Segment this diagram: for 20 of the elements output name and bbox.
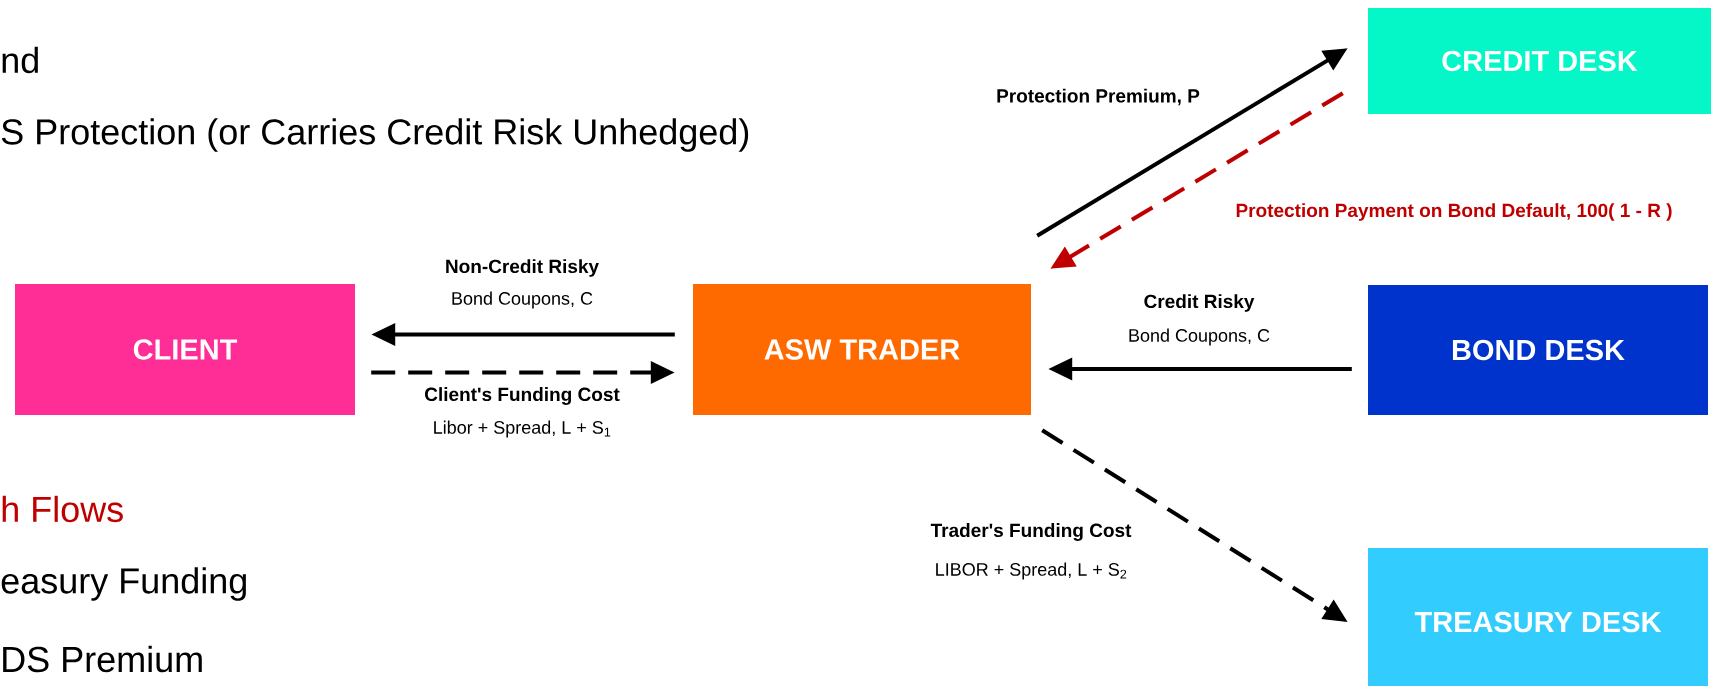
slide-text: easury Funding xyxy=(1,567,246,601)
flow-amount-text: LIBOR + Spread, L + S$_{2}$ xyxy=(936,562,1127,580)
flow-amount-text: Libor + Spread, L + S$_{1}$ xyxy=(434,420,611,438)
desk-box: CREDIT DESK xyxy=(1368,8,1711,114)
flow-amount-text: Bond Coupons, C xyxy=(1129,328,1270,346)
flow-amount-text: Bond Coupons, C xyxy=(452,291,593,309)
edge-label: Protection Payment on Bond Default, 100( 1 - R ) xyxy=(1234,202,1674,222)
edge-label: Non-Credit Risky xyxy=(443,258,601,278)
edge-label: Client's Funding Cost xyxy=(423,386,621,406)
slide-text: h Flows xyxy=(2,495,123,523)
edge-label: Protection Premium, P xyxy=(995,87,1201,107)
slide-text: nd xyxy=(2,46,38,74)
desk-box: TREASURY DESK xyxy=(1368,548,1708,686)
desk-box: CLIENT xyxy=(15,284,355,415)
edge-label: Credit Risky xyxy=(1142,293,1256,313)
slide-text: S Protection (or Carries Credit Risk Unhedged) xyxy=(1,118,749,152)
desk-box: BOND DESK xyxy=(1368,285,1708,415)
slide-text: DS Premium xyxy=(3,645,202,673)
desk-box: ASW TRADER xyxy=(693,284,1031,415)
edge-label: Trader's Funding Cost xyxy=(929,522,1133,542)
